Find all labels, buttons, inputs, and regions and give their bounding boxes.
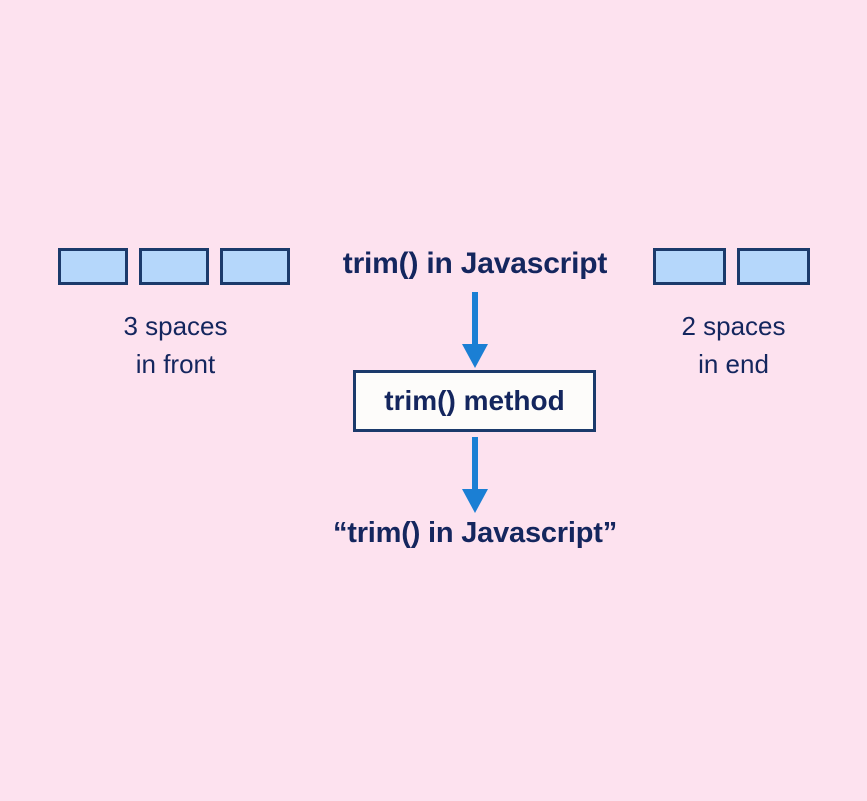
arrow-down-icon (462, 437, 488, 513)
space-box (139, 248, 209, 285)
end-spaces-group (653, 248, 810, 285)
trim-method-box: trim() method (353, 370, 596, 432)
front-spaces-caption: 3 spaces in front (123, 311, 228, 379)
front-spaces-group (58, 248, 290, 285)
space-box (653, 248, 726, 285)
space-box (737, 248, 810, 285)
trim-method-label: trim() method (384, 385, 565, 416)
space-box (220, 248, 290, 285)
space-box (58, 248, 128, 285)
output-string-label: “trim() in Javascript” (332, 517, 618, 549)
end-spaces-caption: 2 spaces in end (681, 311, 786, 379)
arrow-down-icon (462, 292, 488, 368)
input-string-label: trim() in Javascript (342, 247, 608, 280)
